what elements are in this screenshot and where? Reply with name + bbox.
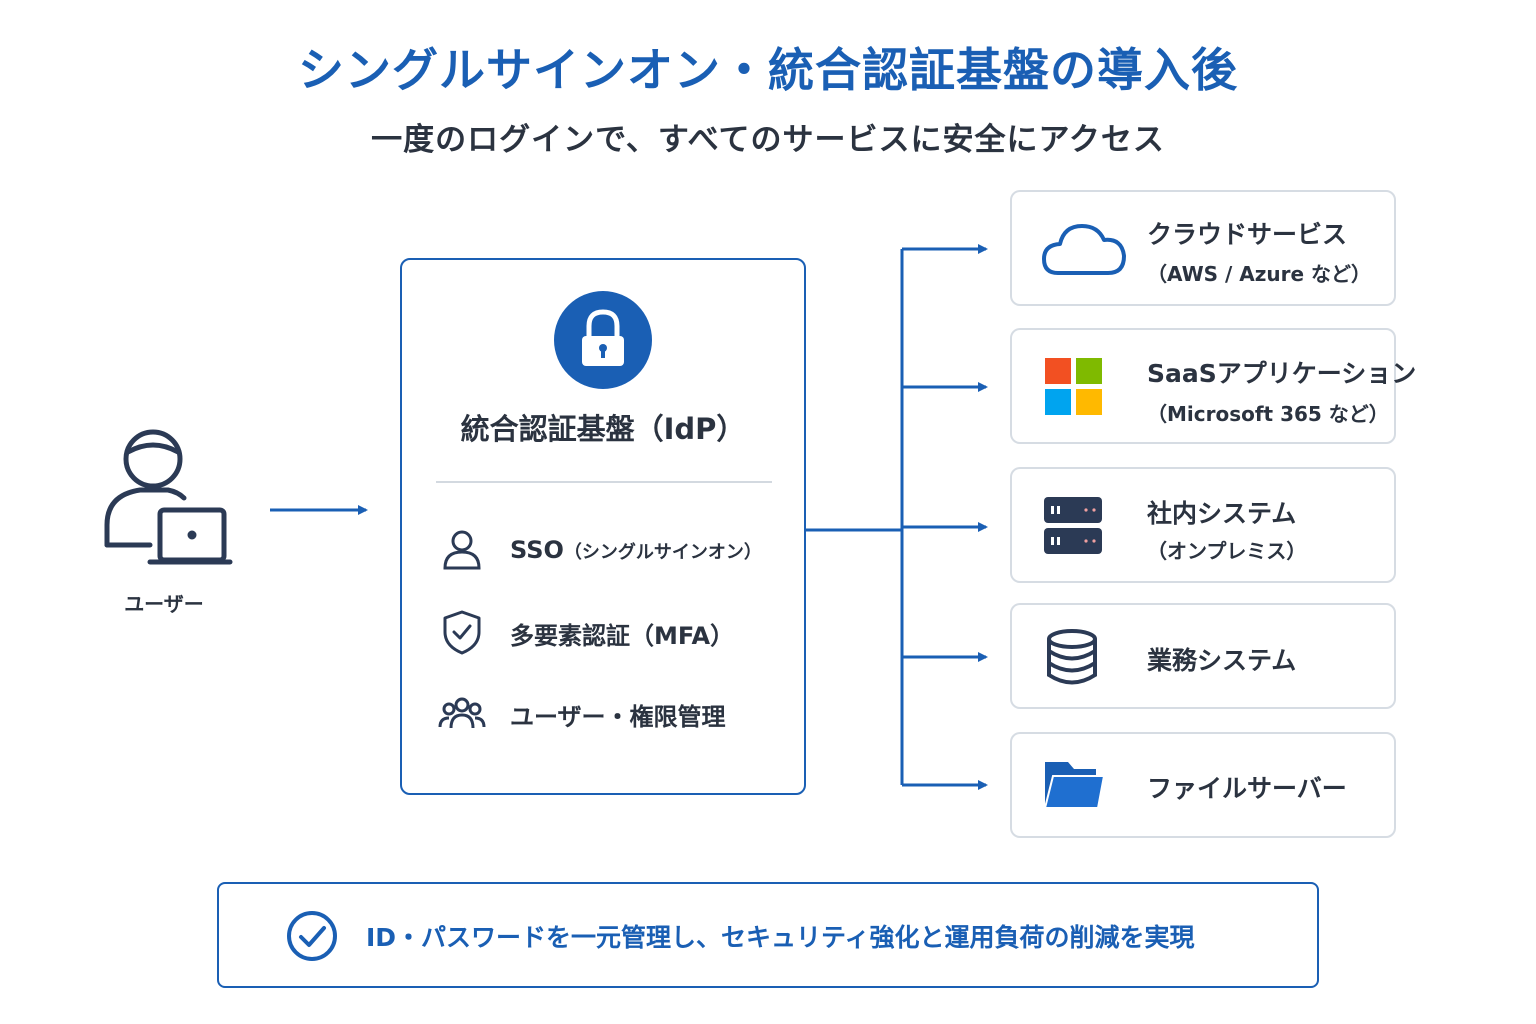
- service-name-fileserver: ファイルサーバー: [1147, 774, 1347, 803]
- service-name-onprem: 社内システム: [1147, 499, 1297, 528]
- service-name-saas: SaaSアプリケーション: [1147, 359, 1417, 388]
- service-sub-saas: （Microsoft 365 など）: [1147, 402, 1389, 426]
- service-card-onprem: [1010, 467, 1396, 583]
- service-name-cloud: クラウドサービス: [1147, 220, 1348, 249]
- feature-user-permission: ユーザー・権限管理: [510, 703, 726, 731]
- page-title: シングルサインオン・統合認証基盤の導入後: [298, 43, 1238, 97]
- summary-card: [217, 882, 1319, 988]
- service-name-business: 業務システム: [1147, 646, 1297, 675]
- service-sub-onprem: （オンプレミス）: [1147, 539, 1307, 563]
- user-laptop-icon: [104, 429, 233, 565]
- summary-text: ID・パスワードを一元管理し、セキュリティ強化と運用負荷の削減を実現: [366, 923, 1195, 952]
- user-label: ユーザー: [124, 592, 204, 616]
- service-sub-cloud: （AWS / Azure など）: [1147, 262, 1372, 286]
- feature-mfa: 多要素認証（MFA）: [510, 622, 735, 650]
- service-card-saas: [1010, 328, 1396, 444]
- page-subtitle: 一度のログインで、すべてのサービスに安全にアクセス: [371, 122, 1165, 158]
- idp-divider: [436, 481, 772, 483]
- idp-title: 統合認証基盤（IdP）: [460, 412, 746, 446]
- idp-to-services-connector: [806, 244, 988, 790]
- feature-sso: SSO（シングルサインオン）: [510, 536, 762, 564]
